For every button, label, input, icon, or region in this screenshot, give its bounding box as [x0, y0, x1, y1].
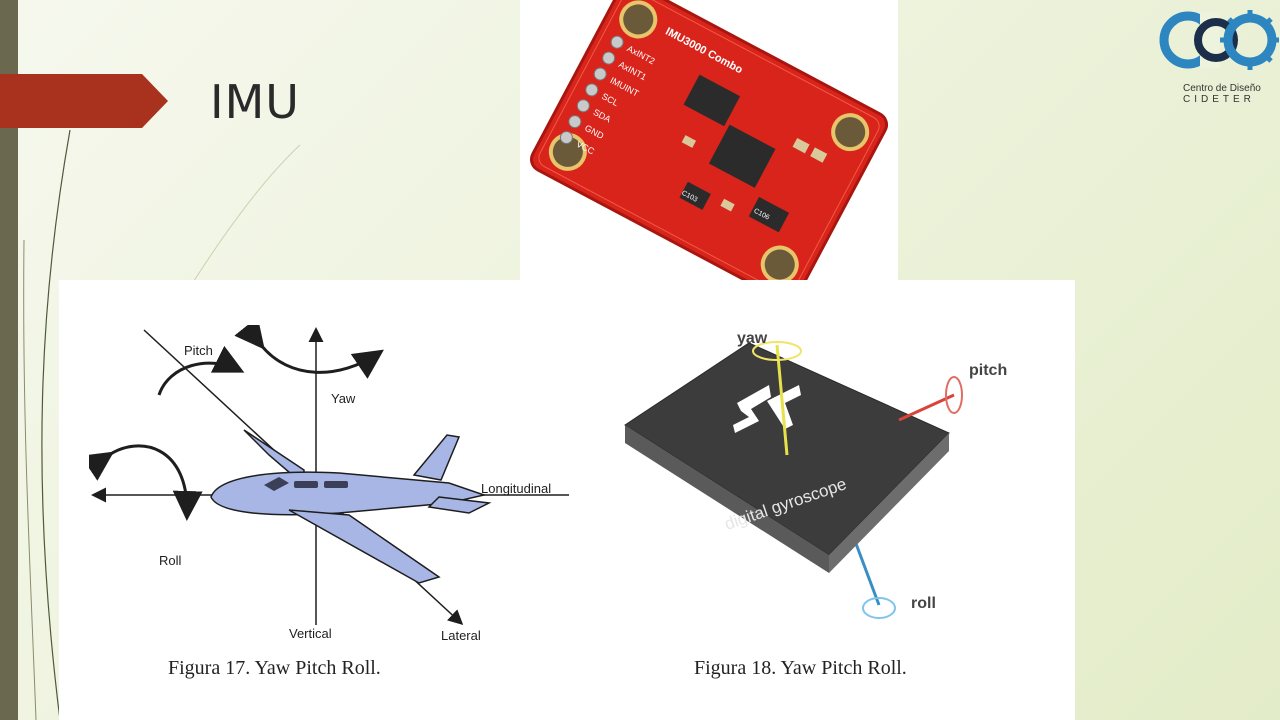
title-arrow-shape	[0, 74, 168, 128]
yaw-rotation-ring	[752, 341, 802, 361]
figures-panel: Pitch Yaw Roll Longitudinal Vertical Lat…	[59, 280, 1075, 720]
slide-title: IMU	[210, 74, 300, 129]
pitch-label: pitch	[969, 362, 1007, 379]
roll-rotation-ring	[862, 597, 896, 619]
figure-18-gyroscope-diagram: digital gyroscope yaw pitch roll	[624, 330, 1007, 619]
imu-board-photo: AxINT2 AxINT1 IMUINT SCL SDA GND VCC IMU…	[520, 0, 898, 282]
cideter-logo	[1158, 4, 1280, 108]
yaw-axis	[775, 344, 789, 456]
figure-17-airplane-diagram: Pitch Yaw Roll Longitudinal Vertical Lat…	[89, 325, 569, 643]
yaw-rotation-arrow	[234, 325, 384, 379]
pitch-rotation-arrow	[157, 345, 245, 396]
pitch-rotation-ring	[945, 376, 963, 414]
yaw-label: Yaw	[331, 391, 356, 406]
roll-label: Roll	[159, 553, 182, 568]
vertical-label: Vertical	[289, 626, 332, 641]
left-accent-bar	[0, 0, 18, 720]
lateral-label: Lateral	[441, 628, 481, 643]
airplane-illustration	[210, 429, 492, 584]
roll-label: roll	[911, 595, 936, 612]
logo-subtitle-name: CIDETER	[1183, 94, 1255, 105]
yaw-label: yaw	[737, 330, 768, 347]
longitudinal-label: Longitudinal	[481, 481, 551, 496]
figure-17-caption: Figura 17. Yaw Pitch Roll.	[168, 657, 381, 679]
logo-subtitle: Centro de Diseño	[1183, 83, 1261, 94]
roll-rotation-arrow	[89, 444, 203, 521]
pitch-label: Pitch	[184, 343, 213, 358]
pitch-axis	[898, 393, 955, 422]
figure-18-caption: Figura 18. Yaw Pitch Roll.	[694, 657, 907, 679]
